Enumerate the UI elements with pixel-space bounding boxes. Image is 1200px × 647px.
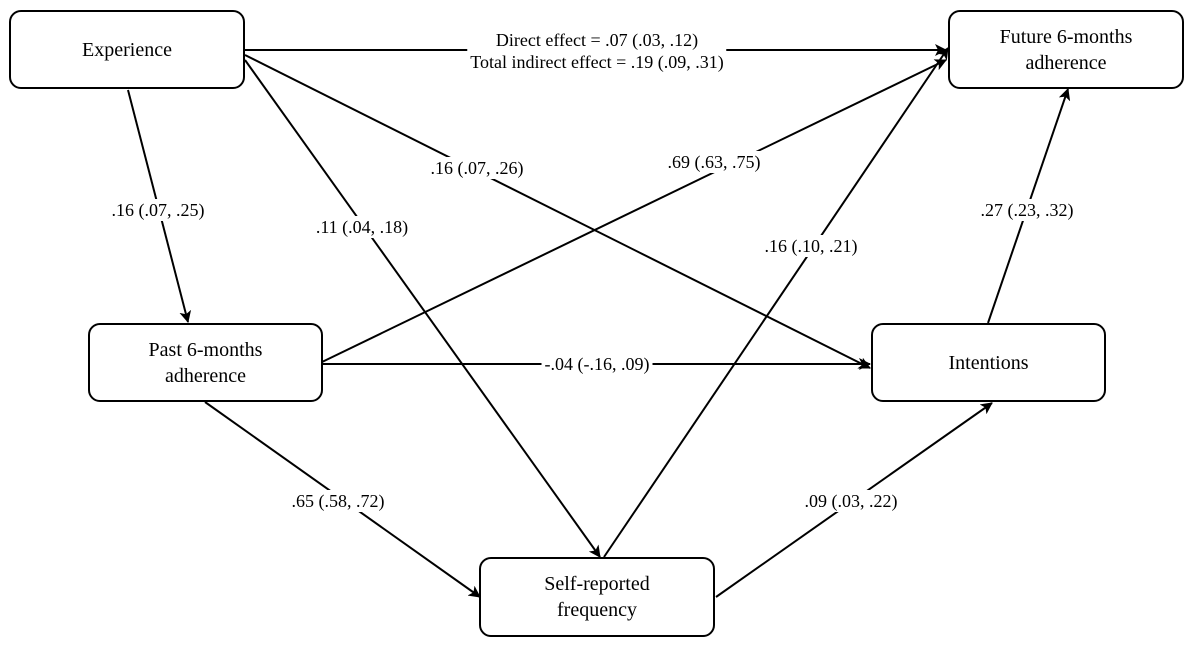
node-future-adherence: Future 6-months adherence	[948, 10, 1184, 89]
node-intentions: Intentions	[871, 323, 1106, 402]
edge-experience-to-intentions	[244, 54, 871, 369]
label-past-to-intentions: -.04 (-.16, .09)	[541, 353, 653, 375]
label-past-to-future: .69 (.63, .75)	[664, 151, 764, 173]
label-selfreport-to-intentions: .09 (.03, .22)	[801, 490, 901, 512]
label-experience-to-selfreport: .11 (.04, .18)	[312, 216, 412, 238]
edge-experience-to-selfreport	[244, 59, 601, 558]
node-past-adherence: Past 6-months adherence	[88, 323, 323, 402]
label-experience-to-past: .16 (.07, .25)	[108, 199, 208, 221]
edge-selfreport-to-future	[603, 47, 949, 558]
label-past-to-selfreport: .65 (.58, .72)	[288, 490, 388, 512]
label-experience-to-intentions: .16 (.07, .26)	[427, 157, 527, 179]
node-experience: Experience	[9, 10, 245, 89]
label-intentions-to-future: .27 (.23, .32)	[977, 199, 1077, 221]
edge-past-to-future	[321, 59, 947, 363]
label-experience-to-future: Direct effect = .07 (.03, .12) Total ind…	[467, 29, 727, 73]
label-selfreport-to-future: .16 (.10, .21)	[761, 235, 861, 257]
node-self-reported-frequency: Self-reported frequency	[479, 557, 715, 637]
